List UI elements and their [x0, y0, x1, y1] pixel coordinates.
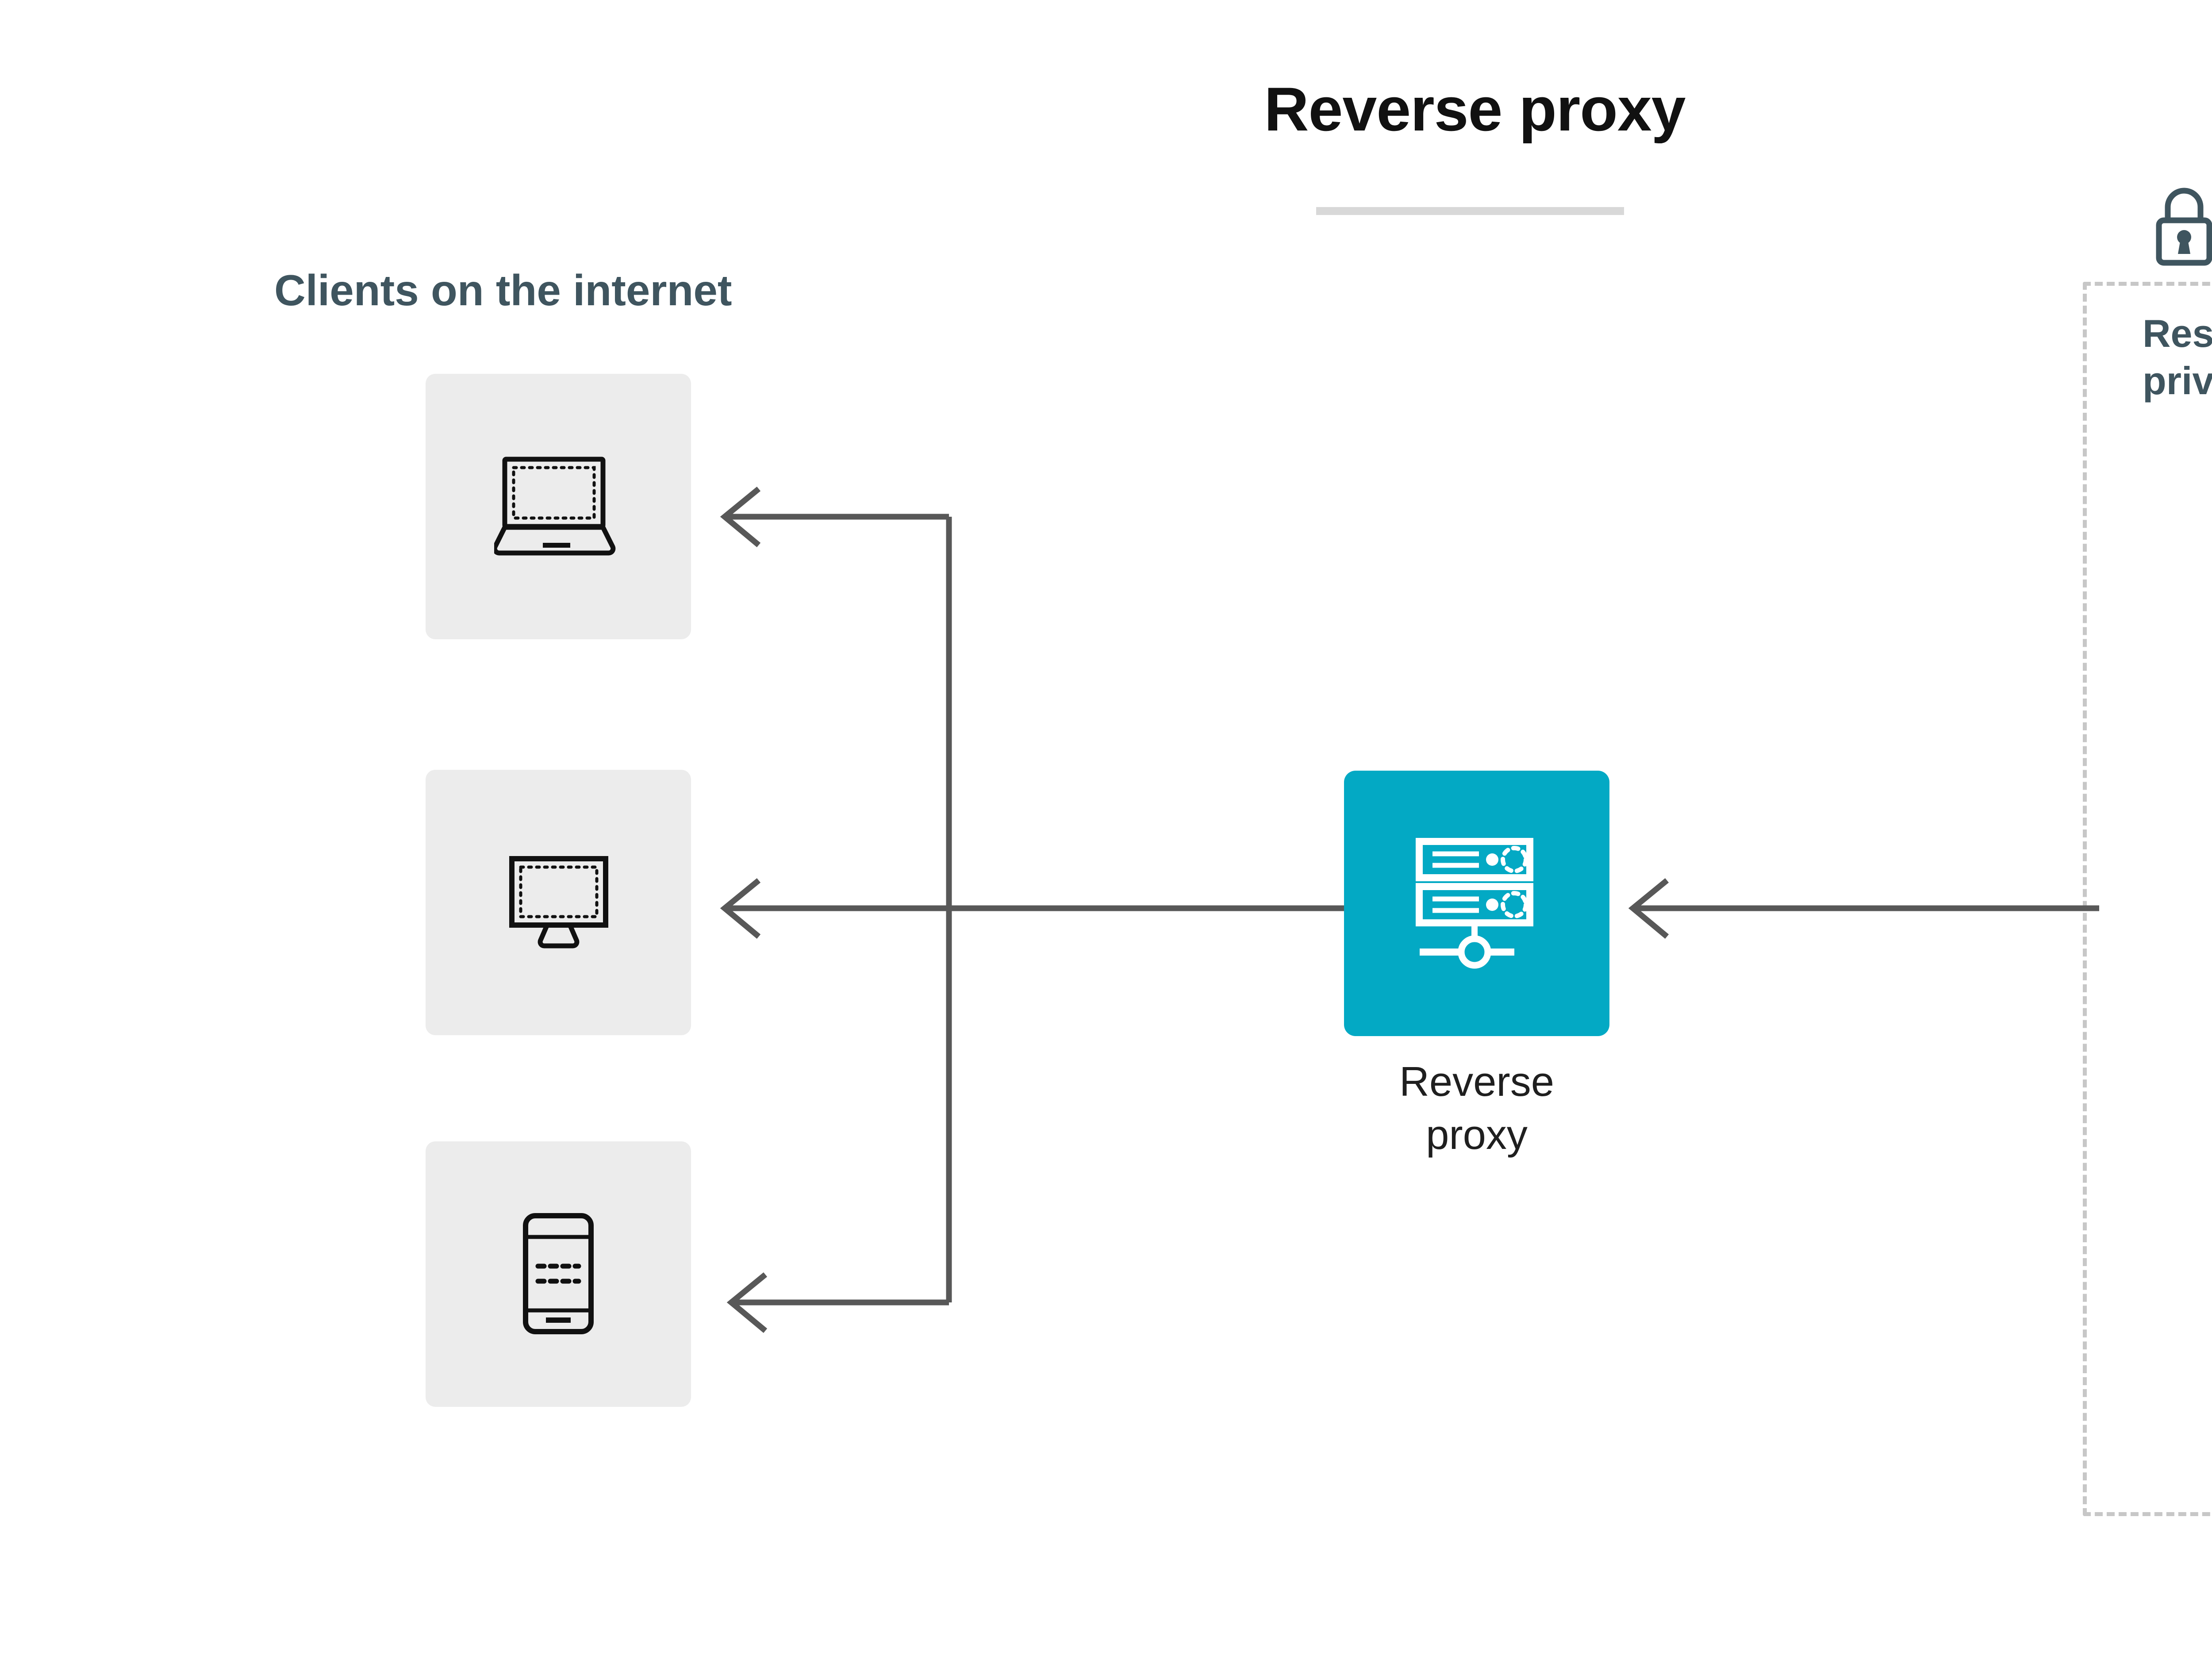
title-underline-bar: [1316, 207, 1624, 215]
client-card-phone[interactable]: [426, 1141, 691, 1407]
private-network-heading-line2: private network: [2143, 359, 2212, 403]
reverse-proxy-label-line2: proxy: [1426, 1111, 1528, 1158]
arrow-head-phone: [726, 1272, 768, 1333]
desktop-monitor-icon: [494, 852, 622, 953]
private-network-heading-line1: Resources on a: [2143, 311, 2212, 355]
arrow-head-desktop: [720, 878, 761, 939]
server-network-icon: [1404, 837, 1550, 970]
arrow-head-proxy: [1628, 878, 1669, 939]
arrow-head-laptop: [720, 486, 761, 547]
padlock-icon: [2151, 186, 2212, 270]
private-network-boundary: [2083, 282, 2212, 1516]
reverse-proxy-label-line1: Reverse: [1399, 1058, 1555, 1105]
client-card-laptop[interactable]: [426, 374, 691, 639]
reverse-proxy-label: Reverse proxy: [1300, 1055, 1654, 1162]
page-title: Reverse proxy: [1264, 74, 1686, 144]
laptop-icon: [494, 456, 622, 557]
clients-section-heading: Clients on the internet: [274, 266, 732, 315]
client-card-desktop[interactable]: [426, 770, 691, 1035]
reverse-proxy-box[interactable]: [1344, 771, 1609, 1036]
mobile-phone-icon: [518, 1212, 598, 1336]
private-network-heading: Resources on a private network: [2143, 310, 2212, 405]
